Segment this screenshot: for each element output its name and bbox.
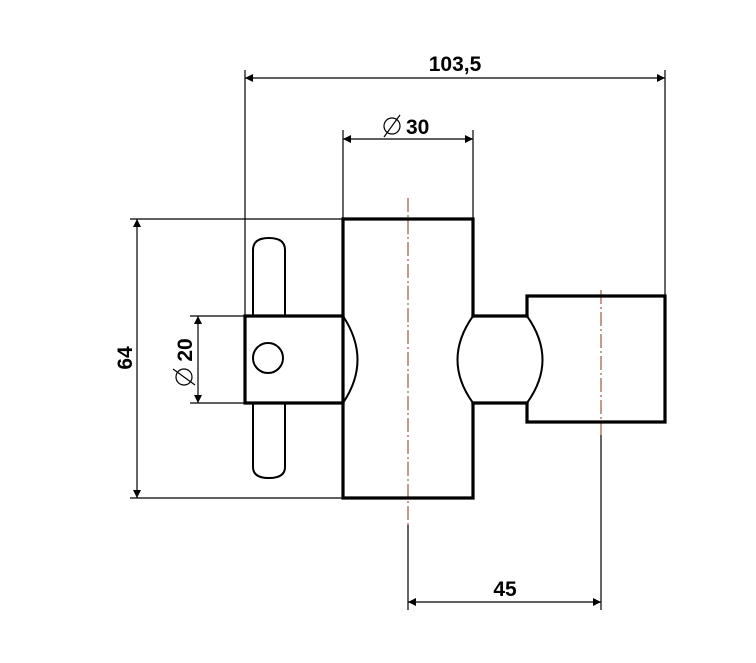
diameter-symbol-icon [383, 114, 401, 138]
pin-bottom [252, 403, 286, 480]
dimension-overall-width: 103,5 [429, 53, 482, 76]
dimension-height: 64 [114, 346, 137, 370]
pin-top [252, 236, 286, 316]
left-arm-intersection-arc [342, 315, 359, 404]
connector-right-arc [526, 315, 544, 404]
dimension-body-diameter: 30 [406, 116, 429, 139]
main-body [341, 217, 475, 500]
right-cylinder [525, 294, 667, 424]
dimension-center-distance: 45 [493, 578, 517, 601]
connector-left-arc [456, 315, 474, 404]
pin-hole [252, 342, 284, 374]
left-arm-block [243, 314, 345, 405]
dimension-arm-diameter: 20 [174, 338, 197, 361]
diameter-symbol-icon [172, 368, 196, 386]
